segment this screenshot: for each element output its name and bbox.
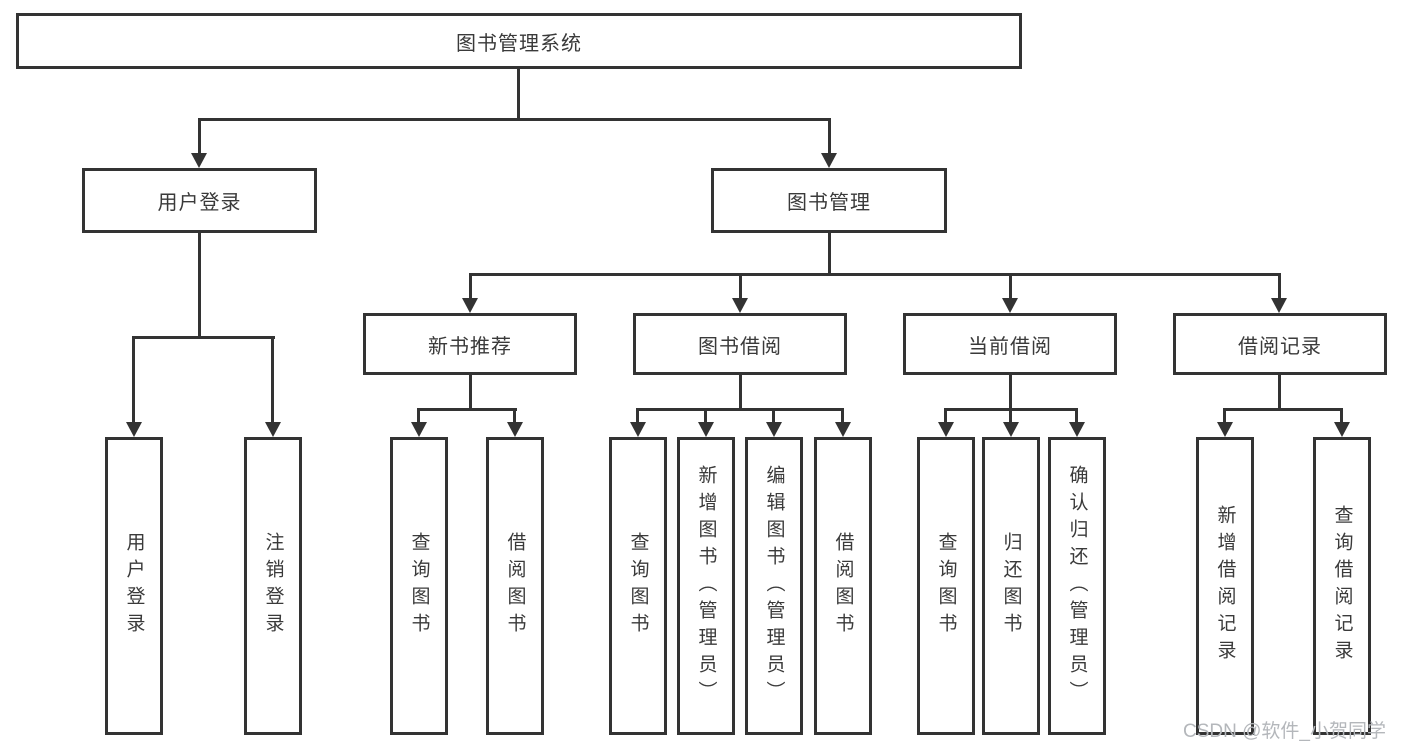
leaf-records-add-borrow-record: 新增借阅记录: [1196, 437, 1254, 735]
arrow-down-icon: [126, 422, 142, 437]
connector-line: [132, 336, 275, 339]
connector-line: [469, 273, 1281, 276]
connector-line: [828, 233, 831, 276]
arrow-down-icon: [411, 422, 427, 437]
arrow-down-icon: [462, 298, 478, 313]
arrow-down-icon: [265, 422, 281, 437]
arrow-down-icon: [191, 153, 207, 168]
arrow-down-icon: [1002, 298, 1018, 313]
leaf-borrowing-query-books: 查询图书: [609, 437, 667, 735]
node-book-borrowing: 图书借阅: [633, 313, 847, 375]
arrow-down-icon: [1003, 422, 1019, 437]
csdn-watermark: CSDN @软件_小贺同学: [1183, 721, 1386, 742]
leaf-recommend-query-books: 查询图书: [390, 437, 448, 735]
connector-line: [841, 408, 844, 422]
arrow-down-icon: [732, 298, 748, 313]
leaf-records-query-borrow-record: 查询借阅记录: [1313, 437, 1371, 735]
leaf-current-confirm-return-admin: 确认归还（管理员）: [1048, 437, 1106, 735]
node-new-book-recommendation: 新书推荐: [363, 313, 577, 375]
leaf-recommend-borrow-books: 借阅图书: [486, 437, 544, 735]
connector-line: [271, 336, 274, 422]
arrow-down-icon: [938, 422, 954, 437]
connector-line: [132, 336, 135, 422]
node-current-borrowing: 当前借阅: [903, 313, 1117, 375]
connector-line: [636, 408, 843, 411]
connector-line: [1009, 375, 1012, 411]
connector-line: [1075, 408, 1078, 422]
connector-line: [1009, 408, 1012, 422]
connector-line: [636, 408, 639, 422]
arrow-down-icon: [766, 422, 782, 437]
arrow-down-icon: [630, 422, 646, 437]
node-user-login: 用户登录: [82, 168, 317, 233]
node-borrowing-records: 借阅记录: [1173, 313, 1387, 375]
connector-line: [1223, 408, 1226, 422]
connector-line: [1278, 375, 1281, 411]
connector-line: [828, 118, 831, 155]
connector-line: [469, 273, 472, 300]
leaf-borrowing-add-books-admin: 新增图书（管理员）: [677, 437, 735, 735]
connector-line: [469, 375, 472, 411]
connector-line: [1223, 408, 1343, 411]
arrow-down-icon: [821, 153, 837, 168]
node-root: 图书管理系统: [16, 13, 1022, 69]
leaf-current-query-books: 查询图书: [917, 437, 975, 735]
arrow-down-icon: [1334, 422, 1350, 437]
connector-line: [739, 273, 742, 300]
connector-line: [1009, 273, 1012, 300]
connector-line: [944, 408, 947, 422]
leaf-current-return-books: 归还图书: [982, 437, 1040, 735]
connector-line: [198, 118, 831, 121]
connector-line: [198, 233, 201, 339]
arrow-down-icon: [1271, 298, 1287, 313]
connector-line: [198, 118, 201, 155]
node-book-management: 图书管理: [711, 168, 947, 233]
connector-line: [417, 408, 517, 411]
leaf-user-login: 用户登录: [105, 437, 163, 735]
connector-line: [772, 408, 775, 422]
connector-line: [739, 375, 742, 411]
leaf-borrowing-edit-books-admin: 编辑图书（管理员）: [745, 437, 803, 735]
arrow-down-icon: [1217, 422, 1233, 437]
connector-line: [513, 408, 516, 422]
arrow-down-icon: [835, 422, 851, 437]
leaf-borrowing-borrow-books: 借阅图书: [814, 437, 872, 735]
connector-line: [417, 408, 420, 422]
connector-line: [704, 408, 707, 422]
arrow-down-icon: [698, 422, 714, 437]
leaf-logout: 注销登录: [244, 437, 302, 735]
arrow-down-icon: [507, 422, 523, 437]
connector-line: [1278, 273, 1281, 300]
connector-line: [1340, 408, 1343, 422]
connector-line: [517, 69, 520, 121]
arrow-down-icon: [1069, 422, 1085, 437]
